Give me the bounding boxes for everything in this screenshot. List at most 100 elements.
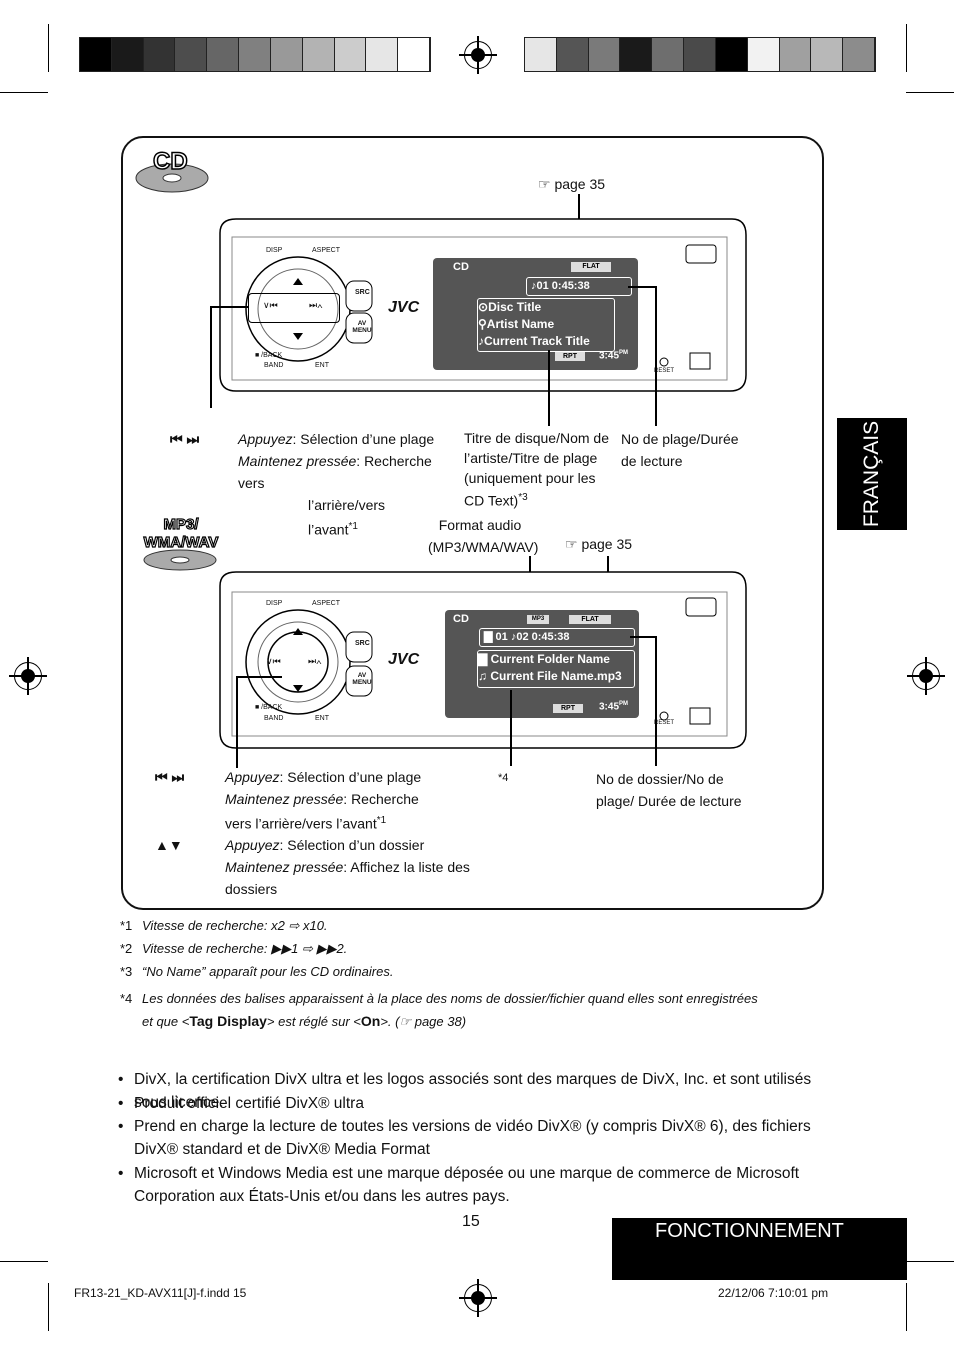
leader-line (548, 350, 550, 426)
footer-file: FR13-21_KD-AVX11[J]-f.indd 15 (74, 1286, 247, 1300)
lcd-disc-title: ⊙Disc Title (478, 300, 542, 314)
bullet-item: •Microsoft et Windows Media est une marq… (118, 1165, 800, 1205)
leader-line (510, 690, 512, 766)
crop-mark (0, 92, 48, 93)
hand-pointer-icon: ☞ (565, 536, 582, 552)
lcd-source: CD (453, 261, 469, 273)
section-tab-label: FONCTIONNEMENT (655, 1220, 844, 1242)
av-menu-button[interactable]: AV MENU (352, 672, 372, 686)
crop-mark (906, 92, 954, 93)
leader-line (655, 286, 657, 426)
note-icon: ♪ (478, 334, 484, 348)
skip-back-icon: ∨⏮ (263, 300, 278, 310)
note-ref: *4 (498, 772, 509, 784)
side-tab: FRANÇAIS (837, 418, 907, 530)
leader-line (630, 636, 656, 638)
lcd-display-mp3: CD MP3 FLAT ▇ 01 ♪02 0:45:38 ▇ Current F… (445, 610, 639, 718)
lcd-folder-name: ▇ Current Folder Name (478, 652, 610, 666)
reset-button[interactable]: RESET (654, 368, 675, 374)
hand-pointer-icon: ☞ (538, 176, 555, 192)
ent-button[interactable]: ENT (315, 715, 329, 722)
lcd-artist-name: ⚲Artist Name (478, 317, 555, 331)
aspect-button[interactable]: ASPECT (312, 247, 341, 254)
bullet-item: •Produit officiel certifié DivX® ultra (118, 1095, 364, 1112)
crop-mark (48, 24, 49, 72)
music-file-icon: ♫ (478, 669, 491, 683)
jvc-logo: JVC (388, 299, 420, 316)
lcd-text-box: ▇ Current Folder Name ♫ Current File Nam… (477, 650, 635, 688)
src-button[interactable]: SRC (355, 289, 370, 296)
ent-button[interactable]: ENT (315, 362, 329, 369)
back-button[interactable]: ■ /BACK (255, 704, 283, 711)
color-bar-right (524, 37, 876, 72)
registration-mark-icon (9, 657, 47, 695)
folder-icon: ▇ (478, 652, 491, 666)
registration-mark-icon (459, 36, 497, 74)
footnote: *2 Vitesse de recherche: ▶▶1 ⇨ ▶▶2. (120, 941, 348, 956)
disc-icon: ⊙ (478, 300, 489, 314)
format-callout: Format audio (MP3/WMA/WAV) (428, 517, 539, 555)
cd-title-callout: Titre de disque/Nom de l’artiste/Titre d… (464, 430, 609, 509)
lcd-source: CD (453, 613, 469, 625)
color-swatch (175, 38, 208, 71)
disp-button[interactable]: DISP (266, 247, 283, 254)
disp-button[interactable]: DISP (266, 600, 283, 607)
footer-date: 22/12/06 7:10:01 pm (718, 1286, 829, 1300)
src-button[interactable]: SRC (355, 640, 370, 647)
side-tab-label: FRANÇAIS (860, 420, 883, 528)
footnote: *3 “No Name” apparaît pour les CD ordina… (120, 964, 394, 979)
leader-line (655, 636, 657, 766)
band-button[interactable]: BAND (264, 362, 284, 369)
diagram-frame (121, 136, 824, 910)
color-bar-left (79, 37, 431, 72)
crop-mark (906, 1283, 907, 1331)
artist-icon: ⚲ (478, 317, 487, 331)
section-tab: FONCTIONNEMENT (612, 1218, 907, 1280)
page-number: 15 (462, 1213, 480, 1230)
skip-keys-label: ⏮ ⏭ (155, 769, 185, 785)
band-button[interactable]: BAND (264, 715, 284, 722)
mp3-folder-callout-updown: Appuyez: Sélection d’un dossier Maintene… (225, 837, 470, 897)
color-swatch (652, 38, 685, 71)
folder-icon: ▇ (484, 631, 493, 643)
page-ref: ☞ page 35 (565, 536, 633, 552)
color-swatch (620, 38, 653, 71)
crop-mark (0, 1261, 48, 1262)
leader-line (210, 306, 249, 308)
lcd-eq-badge: FLAT (569, 615, 611, 624)
lcd-text-box: ⊙Disc Title ⚲Artist Name ♪Current Track … (477, 298, 615, 352)
page-ref: ☞ page 35 (538, 176, 606, 192)
crop-mark (48, 1283, 49, 1331)
color-swatch (556, 38, 589, 71)
cd-track-callout: No de plage/Durée de lecture (621, 431, 739, 469)
lcd-file-name: ♫ Current File Name.mp3 (478, 669, 622, 683)
footnote: *4 Les données des balises apparaissent … (120, 991, 758, 1029)
skip-forward-icon[interactable]: ⏭∧ (308, 656, 322, 666)
color-swatch (334, 38, 367, 71)
footnote: *1 Vitesse de recherche: x2 ⇨ x10. (120, 918, 328, 933)
skip-back-icon[interactable]: ∨⏮ (266, 656, 281, 666)
mp3-folder-callout: No de dossier/No de plage/ Durée de lect… (596, 771, 742, 809)
lcd-clock: 3:45PM (599, 350, 629, 362)
mp3-skip-callout: Appuyez: Sélection d’une plage Maintenez… (225, 769, 422, 832)
leader-line (210, 306, 212, 408)
lcd-clock: 3:45PM (599, 701, 629, 713)
color-swatch (143, 38, 176, 71)
color-swatch (398, 38, 430, 71)
back-button[interactable]: ■ /BACK (255, 352, 283, 359)
updown-keys-label: ▲▼ (155, 837, 183, 853)
bullet-item: •DivX, la certification DivX ultra et le… (118, 1071, 812, 1111)
lcd-track-time: ♪01 0:45:38 (526, 277, 632, 296)
aspect-button[interactable]: ASPECT (312, 600, 341, 607)
reset-button[interactable]: RESET (654, 720, 675, 726)
registration-mark-icon (459, 1279, 497, 1317)
color-swatch (747, 38, 780, 71)
skip-buttons-highlight[interactable]: ∨⏮ ⏭∧ (248, 293, 340, 323)
lcd-rpt-badge: RPT (553, 704, 583, 713)
mp3-disc-icon (143, 549, 217, 571)
av-menu-button[interactable]: AV MENU (352, 320, 372, 334)
color-swatch (843, 38, 875, 71)
lcd-rpt-badge: RPT (555, 352, 585, 361)
leader-line (236, 676, 238, 768)
skip-forward-icon: ⏭∧ (309, 300, 323, 310)
